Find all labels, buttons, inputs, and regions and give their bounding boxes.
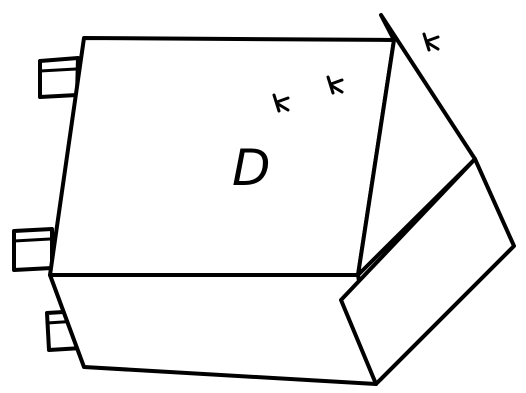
mark-asterisk-3	[422, 32, 440, 52]
box-roof-panel	[356, 13, 477, 277]
mark-asterisk-2	[326, 75, 344, 95]
peg-top	[38, 56, 80, 99]
face-label: D	[232, 139, 271, 197]
mark-asterisk-1	[272, 93, 290, 113]
peg-middle	[12, 227, 54, 272]
box-lower-face	[48, 273, 378, 386]
box-top-face	[48, 36, 396, 277]
box-flap	[339, 157, 516, 386]
